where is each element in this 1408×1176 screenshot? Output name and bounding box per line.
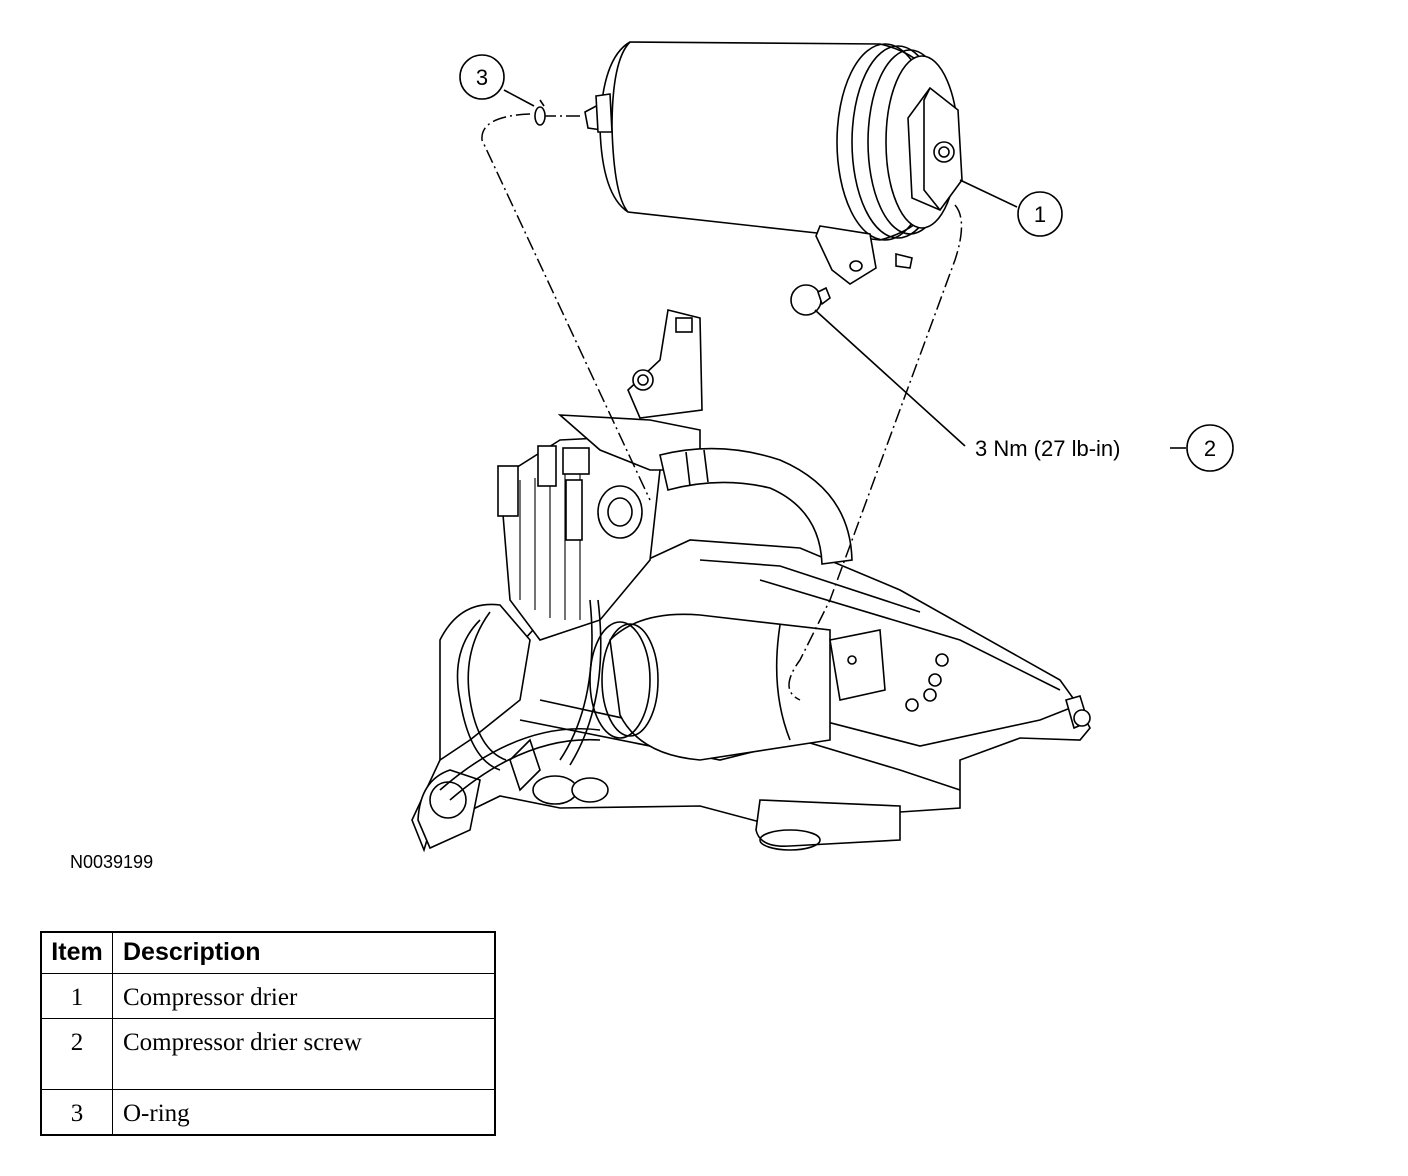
callout-1: 1 [959, 179, 1063, 237]
table-row: 1 Compressor drier [40, 973, 496, 1019]
alignment-lines [481, 113, 963, 701]
item-description: O-ring [112, 1089, 496, 1136]
o-ring [534, 99, 546, 126]
compressor-drier [584, 41, 963, 285]
header-description: Description [112, 931, 496, 974]
item-description: Compressor drier screw [112, 1018, 496, 1090]
item-number: 2 [40, 1018, 113, 1090]
item-number: 3 [40, 1089, 113, 1136]
callout-3: 3 [459, 54, 535, 107]
callout-2: 3 Nm (27 lb-in) 2 [814, 309, 1234, 472]
compressor-drier-diagram: 1 3 Nm (27 lb-in) 2 3 N0039199 [70, 41, 1234, 872]
compressor-assembly [411, 309, 1091, 853]
callout-1-number: 1 [1034, 202, 1046, 227]
table-row: 2 Compressor drier screw [40, 1018, 496, 1090]
item-description: Compressor drier [112, 973, 496, 1019]
item-number: 1 [40, 973, 113, 1019]
callout-2-number: 2 [1204, 436, 1216, 461]
callout-3-number: 3 [476, 65, 488, 90]
figure-id: N0039199 [70, 852, 153, 872]
table-header-row: Item Description [40, 931, 496, 974]
header-item: Item [40, 931, 113, 974]
drier-screw [790, 284, 831, 316]
parts-legend-table: Item Description 1 Compressor drier 2 Co… [40, 931, 496, 1136]
torque-spec: 3 Nm (27 lb-in) [975, 436, 1120, 461]
table-row: 3 O-ring [40, 1089, 496, 1136]
